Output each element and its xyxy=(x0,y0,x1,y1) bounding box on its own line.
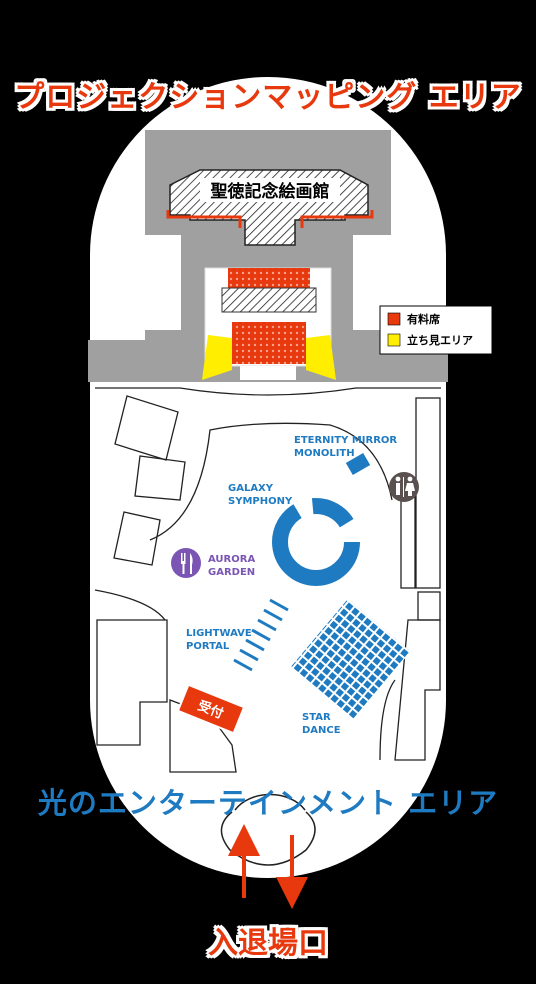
fork-knife-icon xyxy=(171,548,201,578)
eternity-mirror-monolith xyxy=(345,452,371,476)
star-dance-grid xyxy=(291,598,411,720)
stage-hatched xyxy=(221,287,317,313)
building-label-bg xyxy=(200,178,340,202)
building-name: 聖徳記念絵画館 xyxy=(211,181,330,202)
entrance-label: 入退場口 xyxy=(208,926,328,961)
aurora-label-2: GARDEN xyxy=(208,567,255,578)
legend-swatch-standing xyxy=(387,333,401,347)
lawn-west-curve xyxy=(95,235,181,330)
eternity-label-2: MONOLITH xyxy=(294,448,355,459)
building-boundary xyxy=(166,210,374,228)
plaza-south-edge xyxy=(95,387,441,396)
lightwave-label-2: PORTAL xyxy=(186,641,230,652)
galaxy-symphony-ring xyxy=(272,498,360,586)
eternity-label-1: ETERNITY MIRROR xyxy=(294,435,397,446)
star-label-1: STAR xyxy=(302,712,331,723)
star-label-2: DANCE xyxy=(302,725,341,736)
entertainment-area-title: 光のエンターテインメント エリア xyxy=(37,786,499,820)
projection-mapping-title: プロジェクションマッピング エリア xyxy=(14,80,522,115)
reception-booth xyxy=(176,683,246,735)
galaxy-label-1: GALAXY xyxy=(228,483,274,494)
legend-standing-label: 立ち見エリア xyxy=(407,333,473,347)
standing-area-right xyxy=(306,335,336,380)
aurora-label-1: AURORA xyxy=(208,554,255,565)
reserved-seats-main xyxy=(232,322,306,364)
legend-reserved-label: 有料席 xyxy=(407,312,440,326)
legend-swatch-reserved xyxy=(387,312,401,326)
lightwave-portal xyxy=(233,598,289,672)
stage-lower xyxy=(240,366,296,380)
lightwave-label-1: LIGHTWAVE xyxy=(186,628,252,639)
standing-area-left xyxy=(202,335,232,380)
galaxy-label-2: SYMPHONY xyxy=(228,496,293,507)
